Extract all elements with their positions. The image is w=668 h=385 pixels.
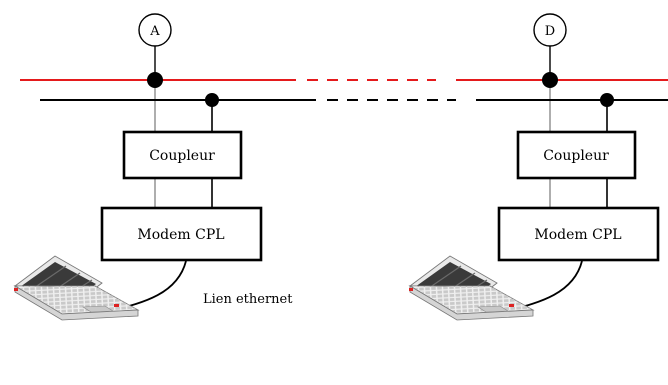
modem-label-right: Modem CPL — [534, 227, 621, 243]
node-left: A Coupleur Modem CPL — [13, 13, 263, 321]
phase-label-left: A — [149, 24, 160, 39]
junction-dot-phase-left — [147, 72, 163, 88]
junction-dot-neutral-right — [600, 93, 614, 107]
laptop-right — [408, 255, 534, 321]
phase-circle-right — [533, 13, 567, 47]
coupler-label-right: Coupleur — [543, 148, 609, 164]
junction-dot-neutral-left — [205, 93, 219, 107]
coupler-box-right — [516, 130, 637, 180]
phase-label-right: D — [545, 24, 555, 39]
junction-dot-phase-right — [542, 72, 558, 88]
phase-circle-left — [138, 13, 172, 47]
laptop-left — [13, 255, 139, 321]
modem-label-left: Modem CPL — [137, 227, 224, 243]
modem-box-right — [497, 206, 660, 262]
node-right: D Coupleur Modem CPL — [408, 13, 660, 321]
coupler-label-left: Coupleur — [149, 148, 215, 164]
ethernet-link-label: Lien ethernet — [203, 292, 293, 307]
modem-box-left — [100, 206, 263, 262]
coupler-box-left — [122, 130, 243, 180]
